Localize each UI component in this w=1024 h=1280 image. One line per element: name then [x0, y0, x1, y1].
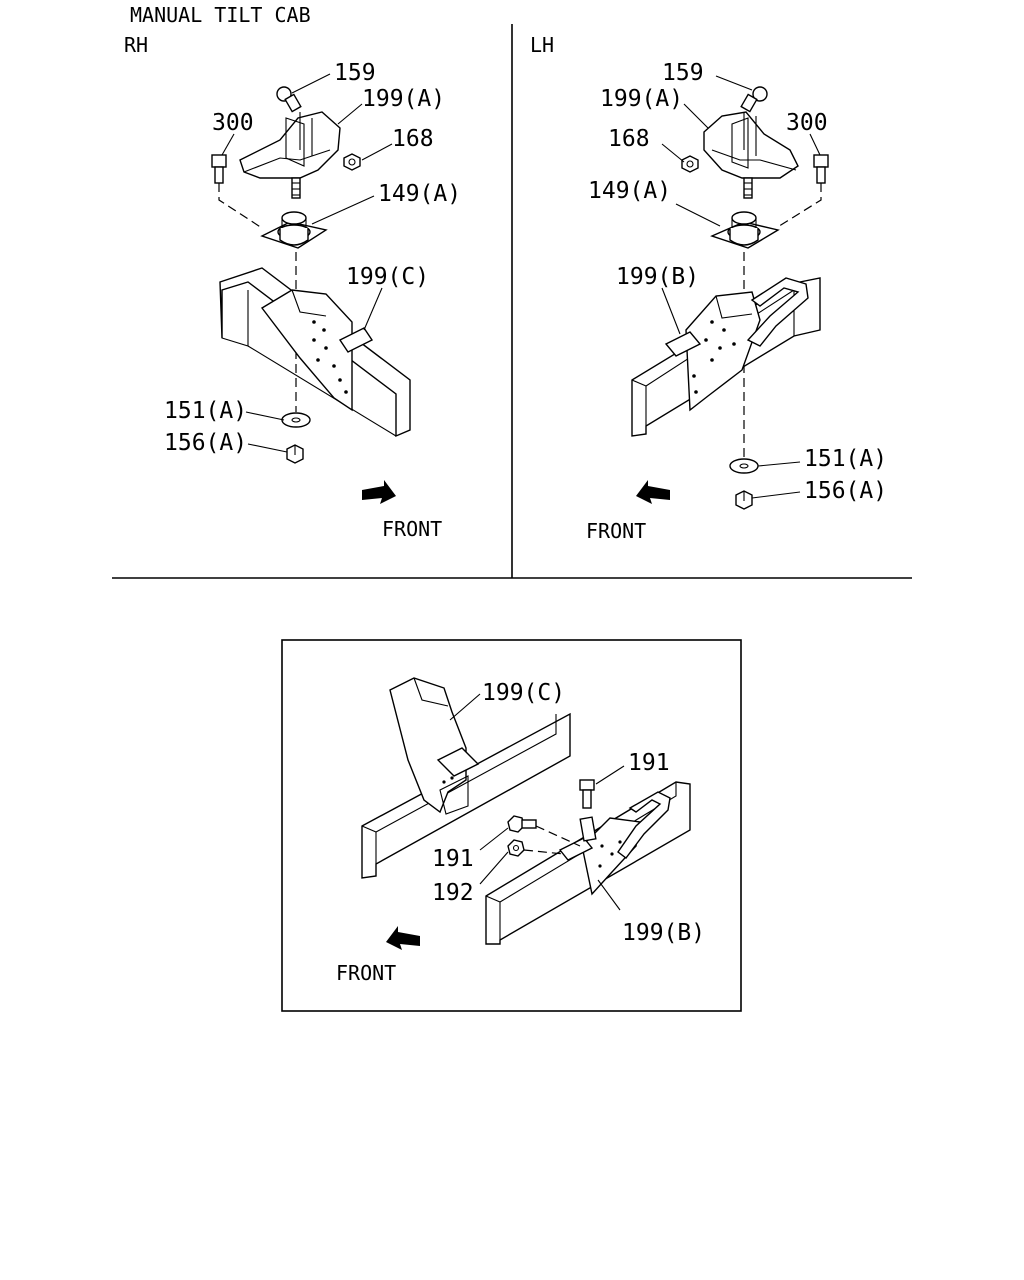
rh-front-label: FRONT: [382, 517, 442, 541]
rh-label-149a: 149(A): [378, 181, 461, 207]
nut-156a: [286, 444, 304, 464]
bracket-199a-lh: [703, 111, 799, 199]
mount-149a-lh: [710, 211, 780, 249]
detail-label-199c: 199(C): [482, 680, 565, 706]
detail-bolt-191-top: [579, 779, 595, 809]
rh-label-151a: 151(A): [164, 398, 247, 424]
nut-168: [343, 153, 361, 171]
lh-label-156a: 156(A): [804, 478, 887, 504]
detail-front-arrow-icon: [386, 926, 420, 950]
diagram-title: MANUAL TILT CAB: [130, 3, 311, 27]
detail-bracket-199c: [389, 677, 480, 815]
detail-label-192: 192: [432, 880, 474, 906]
rh-label-199a: 199(A): [362, 86, 445, 112]
nut-168-lh: [681, 155, 699, 173]
bolt-159: [276, 86, 302, 113]
nut-156a-lh: [735, 490, 753, 510]
washer-151a-lh: [729, 458, 759, 474]
mount-149a: [260, 211, 328, 249]
detail-bolt-191-side: [507, 815, 537, 833]
bracket-199c: [260, 289, 374, 412]
lh-label-149a: 149(A): [588, 178, 671, 204]
lh-label-199b: 199(B): [616, 264, 699, 290]
rh-view: 159 199(A) 300 168 149(A) 199(C) 151(A) …: [164, 60, 461, 541]
detail-bracket-199b: [558, 791, 671, 896]
rh-guide-300: [218, 183, 263, 229]
rh-front-arrow-icon: [362, 480, 396, 504]
lh-front-label: FRONT: [586, 519, 646, 543]
detail-nut-192: [507, 839, 525, 857]
bracket-199b: [664, 277, 809, 412]
lh-label-151a: 151(A): [804, 446, 887, 472]
washer-151a: [281, 412, 311, 428]
lh-guide-300: [775, 183, 822, 229]
lh-label-199a: 199(A): [600, 86, 683, 112]
detail-label-199b: 199(B): [622, 920, 705, 946]
detail-label-191-top: 191: [628, 750, 670, 776]
rh-label-168: 168: [392, 126, 434, 152]
detail-label-191-side: 191: [432, 846, 474, 872]
rh-label: RH: [124, 33, 148, 57]
bracket-199a: [239, 111, 341, 199]
detail-frame: [281, 639, 742, 1012]
rh-label-300: 300: [212, 110, 254, 136]
rh-label-156a: 156(A): [164, 430, 247, 456]
bolt-159-lh: [740, 86, 768, 113]
rh-label-159: 159: [334, 60, 376, 86]
detail-view: 199(C) 191 191 192 199(B) FRONT: [336, 677, 705, 985]
bolt-300-lh: [813, 154, 829, 184]
lh-front-arrow-icon: [636, 480, 670, 504]
lh-label-168: 168: [608, 126, 650, 152]
detail-front-label: FRONT: [336, 961, 396, 985]
lh-label-300: 300: [786, 110, 828, 136]
rh-label-199c: 199(C): [346, 264, 429, 290]
bolt-300: [211, 154, 227, 184]
lh-label: LH: [530, 33, 554, 57]
lh-label-159: 159: [662, 60, 704, 86]
lh-view: 159 199(A) 168 300 149(A) 199(B) 151(A) …: [586, 60, 887, 543]
